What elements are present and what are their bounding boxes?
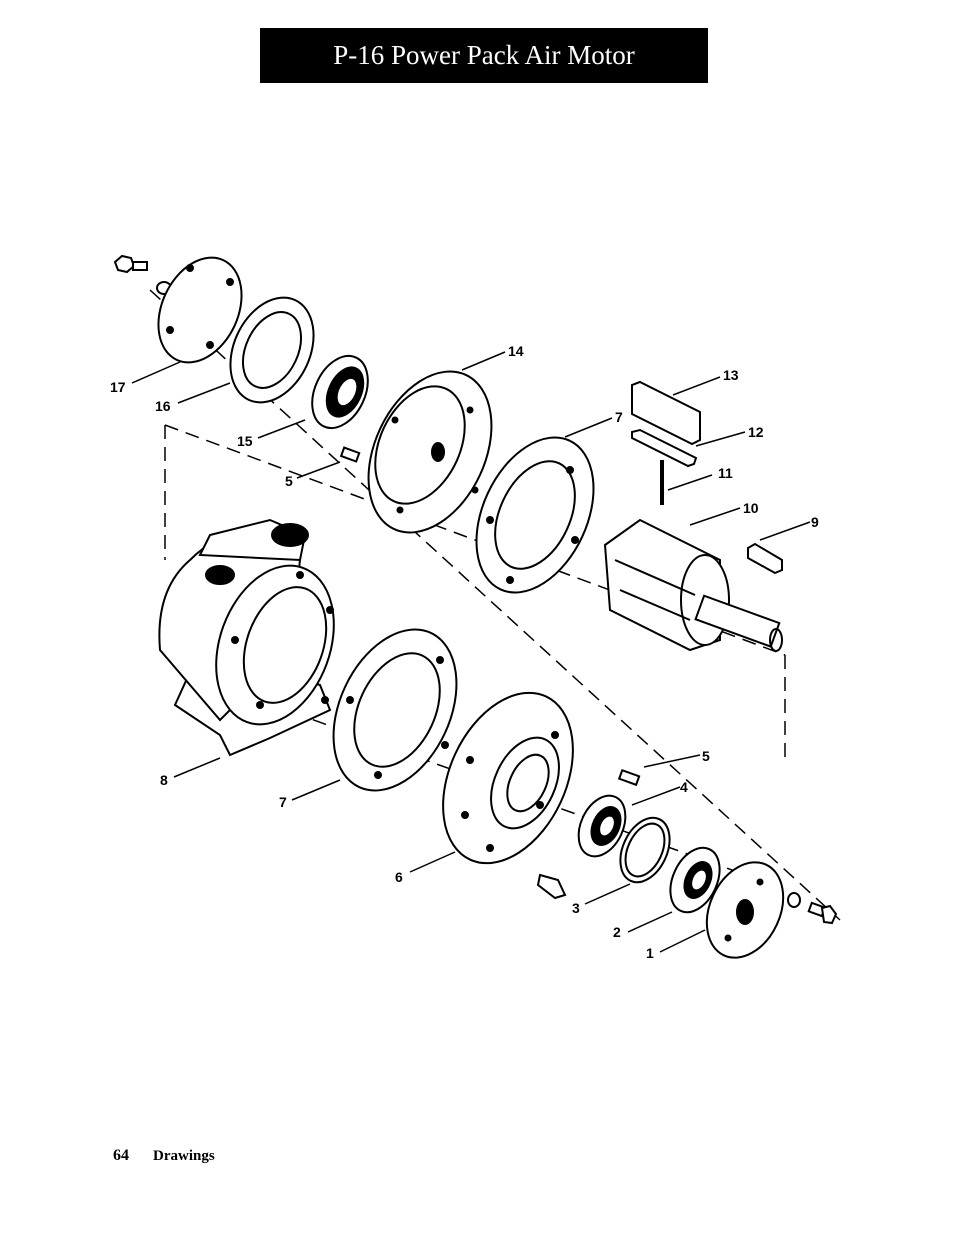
part-14-end-plate — [367, 370, 493, 534]
callout-16: 16 — [155, 398, 171, 414]
part-10-rotor — [603, 518, 783, 652]
page-footer: 64 Drawings — [113, 1147, 215, 1165]
part-1-bearing-cap — [705, 861, 785, 959]
cap-screw-top — [113, 254, 148, 274]
page-number: 64 — [113, 1147, 129, 1164]
part-9-key — [747, 542, 783, 575]
callout-7-lower: 7 — [279, 794, 287, 810]
callout-14: 14 — [508, 343, 524, 359]
callout-2: 2 — [613, 924, 621, 940]
part-3-o-ring — [619, 816, 671, 884]
part-16-gasket — [229, 296, 315, 404]
callout-4: 4 — [680, 779, 688, 795]
part-2-shaft-seal — [669, 846, 721, 914]
callout-6: 6 — [395, 869, 403, 885]
callout-9: 9 — [811, 514, 819, 530]
callout-7-upper: 7 — [615, 409, 623, 425]
callout-15: 15 — [237, 433, 253, 449]
part-7-gasket-lower — [332, 628, 458, 792]
part-15-bearing — [311, 354, 369, 430]
part-6-drive-end-plate — [442, 691, 574, 865]
part-7-gasket-upper — [475, 436, 595, 594]
part-5-dowel-pin-lower — [617, 768, 641, 787]
callout-11: 11 — [718, 465, 733, 481]
callout-13: 13 — [723, 367, 739, 383]
part-8-motor-housing — [158, 518, 335, 757]
part-17-end-cover — [157, 256, 243, 364]
callout-12: 12 — [748, 424, 764, 440]
cap-screw-lower-left — [536, 873, 567, 900]
callout-10: 10 — [743, 500, 759, 516]
callout-3: 3 — [572, 900, 580, 916]
section-name: Drawings — [153, 1148, 215, 1164]
cap-screw-bottom — [807, 901, 838, 925]
callout-5-lower: 5 — [702, 748, 710, 764]
callout-17: 17 — [110, 379, 126, 395]
part-13-vane — [631, 380, 701, 446]
lock-washer-bottom — [787, 892, 801, 908]
callout-1: 1 — [646, 945, 654, 961]
callout-8: 8 — [160, 772, 168, 788]
page-title: P-16 Power Pack Air Motor — [260, 28, 708, 83]
part-5-dowel-pin-upper — [339, 446, 361, 463]
callout-leader-lines — [131, 351, 811, 953]
part-4-bearing — [577, 794, 627, 858]
page-title-text: P-16 Power Pack Air Motor — [333, 40, 635, 70]
callout-5-upper: 5 — [285, 473, 293, 489]
part-12-vane-spring — [631, 428, 698, 468]
